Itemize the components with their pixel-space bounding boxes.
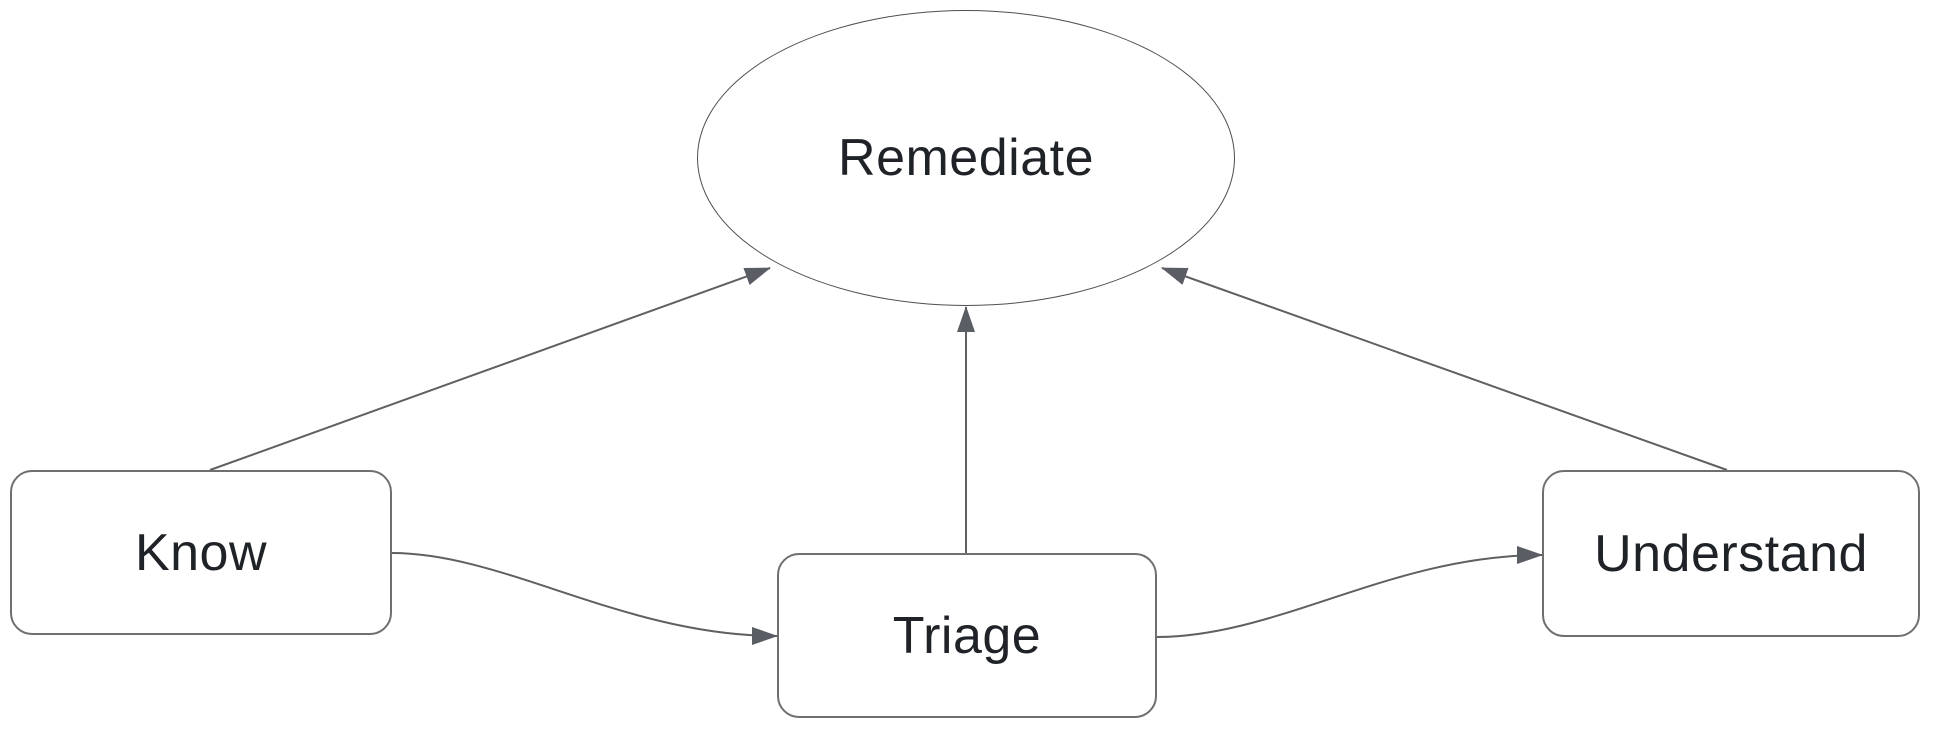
node-understand-label: Understand — [1594, 524, 1868, 583]
node-remediate-label: Remediate — [838, 129, 1094, 187]
edge-understand-to-remediate — [1161, 267, 1728, 471]
edge-triage-to-understand — [1156, 546, 1543, 638]
node-know-label: Know — [134, 523, 268, 582]
node-remediate: Remediate — [697, 10, 1235, 306]
node-know: Know — [10, 470, 392, 635]
node-triage: Triage — [777, 553, 1157, 718]
edge-know-to-remediate — [209, 267, 771, 471]
edge-know-to-triage — [391, 552, 778, 645]
node-understand: Understand — [1542, 470, 1920, 637]
node-triage-label: Triage — [892, 606, 1042, 665]
